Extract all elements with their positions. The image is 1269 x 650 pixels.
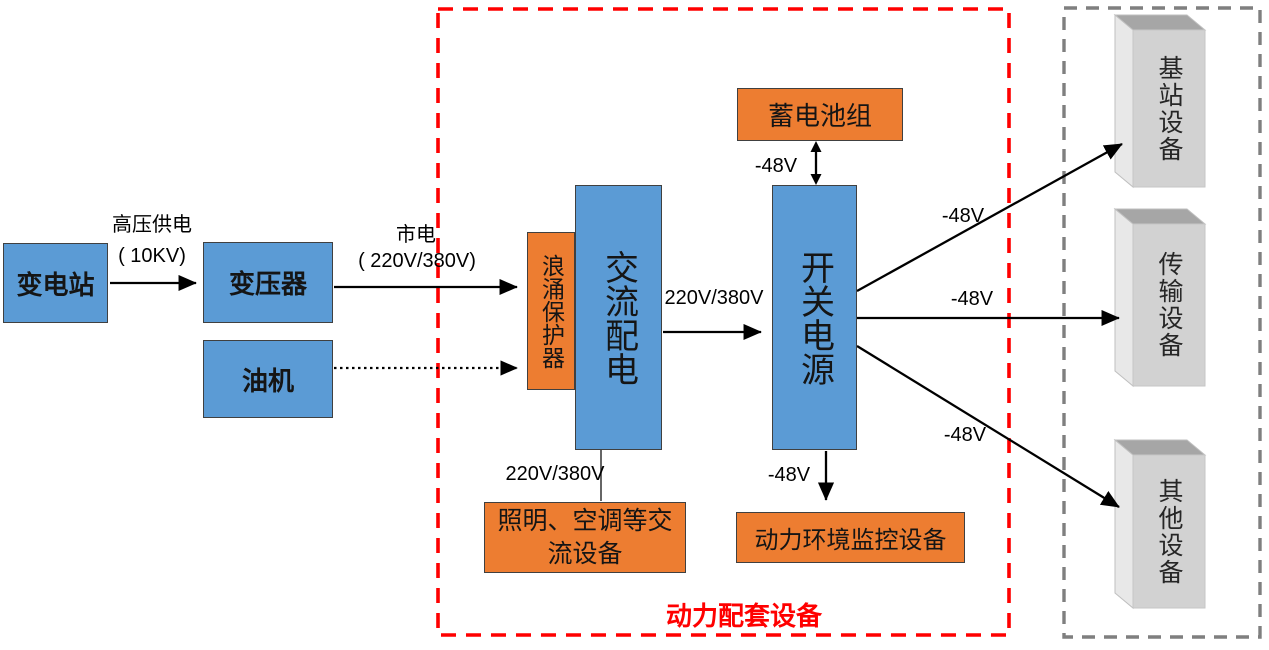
label-dc-transmission-voltage: -48V (950, 288, 994, 310)
label-hv-supply-line2: ( 10KV) (118, 245, 186, 267)
node-ac-distribution: 交流配电 (575, 185, 662, 450)
node-generator: 油机 (203, 340, 333, 418)
load-equipment-region-border (1062, 6, 1262, 639)
node-transmission-equipment: 传输设备 (1155, 251, 1183, 359)
label-power-supporting-region: 动力配套设备 (665, 601, 822, 631)
node-power-env-monitoring: 动力环境监控设备 (736, 512, 965, 563)
node-base-station-equipment: 基站设备 (1155, 54, 1183, 163)
label-ac-output-voltage: 220V/380V (664, 287, 764, 309)
node-lighting-ac-equipment: 照明、空调等交流设备 (484, 502, 686, 573)
label-dc-base-station-voltage: -48V (941, 205, 985, 227)
node-surge-protector: 浪涌保护器 (527, 232, 575, 390)
label-mains-line1: 市电 (396, 224, 436, 246)
label-mains-line2: ( 220V/380V) (358, 250, 476, 272)
node-other-equipment: 其他设备 (1155, 477, 1183, 586)
cube-base-station-equipment (1113, 13, 1207, 189)
label-ac-branch-voltage: 220V/380V (505, 463, 605, 485)
arrow-switchpower-to-base-station (856, 142, 1123, 293)
cube-other-equipment (1113, 438, 1207, 610)
node-transformer: 变压器 (203, 242, 333, 323)
arrow-switchpower-to-other (856, 345, 1120, 508)
label-dc-monitoring-voltage: -48V (767, 464, 811, 486)
node-switch-power: 开关电源 (772, 185, 857, 450)
label-hv-supply-line1: 高压供电 (112, 214, 192, 236)
node-battery-pack: 蓄电池组 (737, 88, 903, 141)
node-substation: 变电站 (3, 243, 108, 323)
label-dc-battery-voltage: -48V (754, 155, 798, 177)
power-supporting-region-border (436, 7, 1011, 637)
label-dc-other-voltage: -48V (943, 424, 987, 446)
arrow-battery-switchpower-bidirectional (810, 141, 822, 185)
cube-transmission-equipment (1113, 207, 1207, 388)
